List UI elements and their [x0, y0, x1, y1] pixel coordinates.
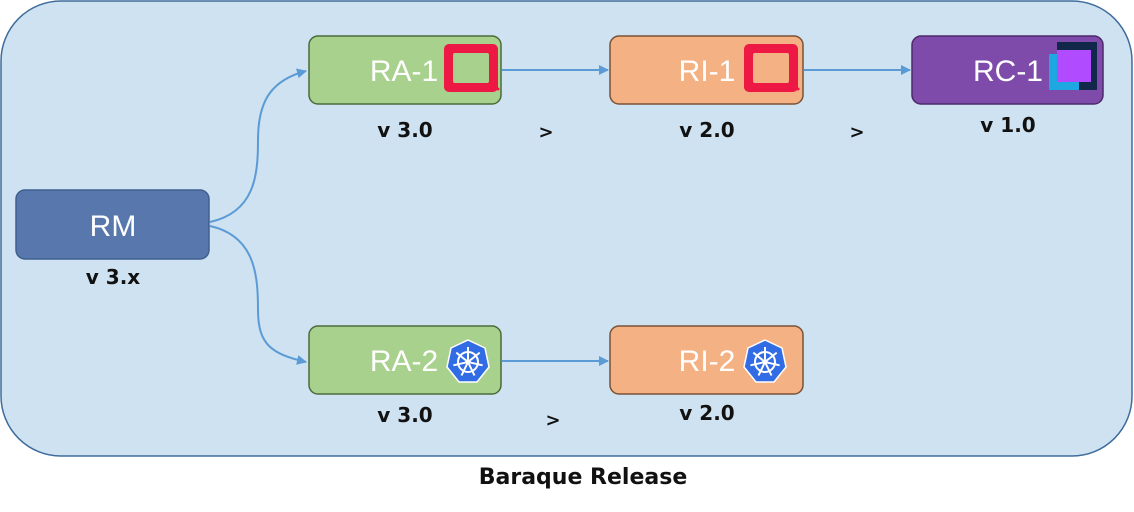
node-ri2[interactable]: RI-2 — [609, 325, 804, 395]
connector-rm-ra1 — [209, 68, 307, 223]
separator-ri1-rc1: > — [849, 122, 864, 143]
node-rm-label: RM — [90, 210, 137, 243]
node-rm-version: v 3.x — [86, 265, 141, 289]
openstack-icon — [744, 44, 800, 92]
kubernetes-icon — [743, 339, 787, 383]
node-rc1-version: v 1.0 — [980, 113, 1035, 137]
release-label: Baraque Release — [479, 465, 687, 490]
node-ri1-label: RI-1 — [679, 55, 736, 88]
node-rc1-label: RC-1 — [973, 55, 1043, 88]
node-rc1[interactable]: RC-1 — [911, 35, 1104, 105]
node-ra2-box — [308, 325, 502, 395]
node-ra1-label: RA-1 — [370, 55, 438, 88]
separator-ra1-ri1: > — [538, 122, 553, 143]
node-ri2-label: RI-2 — [679, 345, 736, 378]
node-ri1-version: v 2.0 — [679, 118, 734, 142]
node-ra2-label: RA-2 — [370, 345, 438, 378]
node-ra1[interactable]: RA-1 — [308, 35, 502, 105]
node-ra1-version: v 3.0 — [377, 118, 432, 142]
connector-rm-ra2 — [209, 225, 307, 365]
openstack-icon — [444, 44, 500, 92]
rc-logo-icon — [1049, 42, 1097, 90]
node-ri2-version: v 2.0 — [679, 401, 734, 425]
kubernetes-icon — [446, 339, 490, 383]
node-rm[interactable]: RM — [15, 189, 210, 260]
node-ri1[interactable]: RI-1 — [609, 35, 804, 105]
node-rm-box — [15, 189, 210, 260]
node-ra2-version: v 3.0 — [377, 403, 432, 427]
node-ra2[interactable]: RA-2 — [308, 325, 502, 395]
connectors — [209, 65, 911, 366]
separator-ra2-ri2: > — [545, 410, 560, 431]
release-container — [0, 0, 1133, 457]
